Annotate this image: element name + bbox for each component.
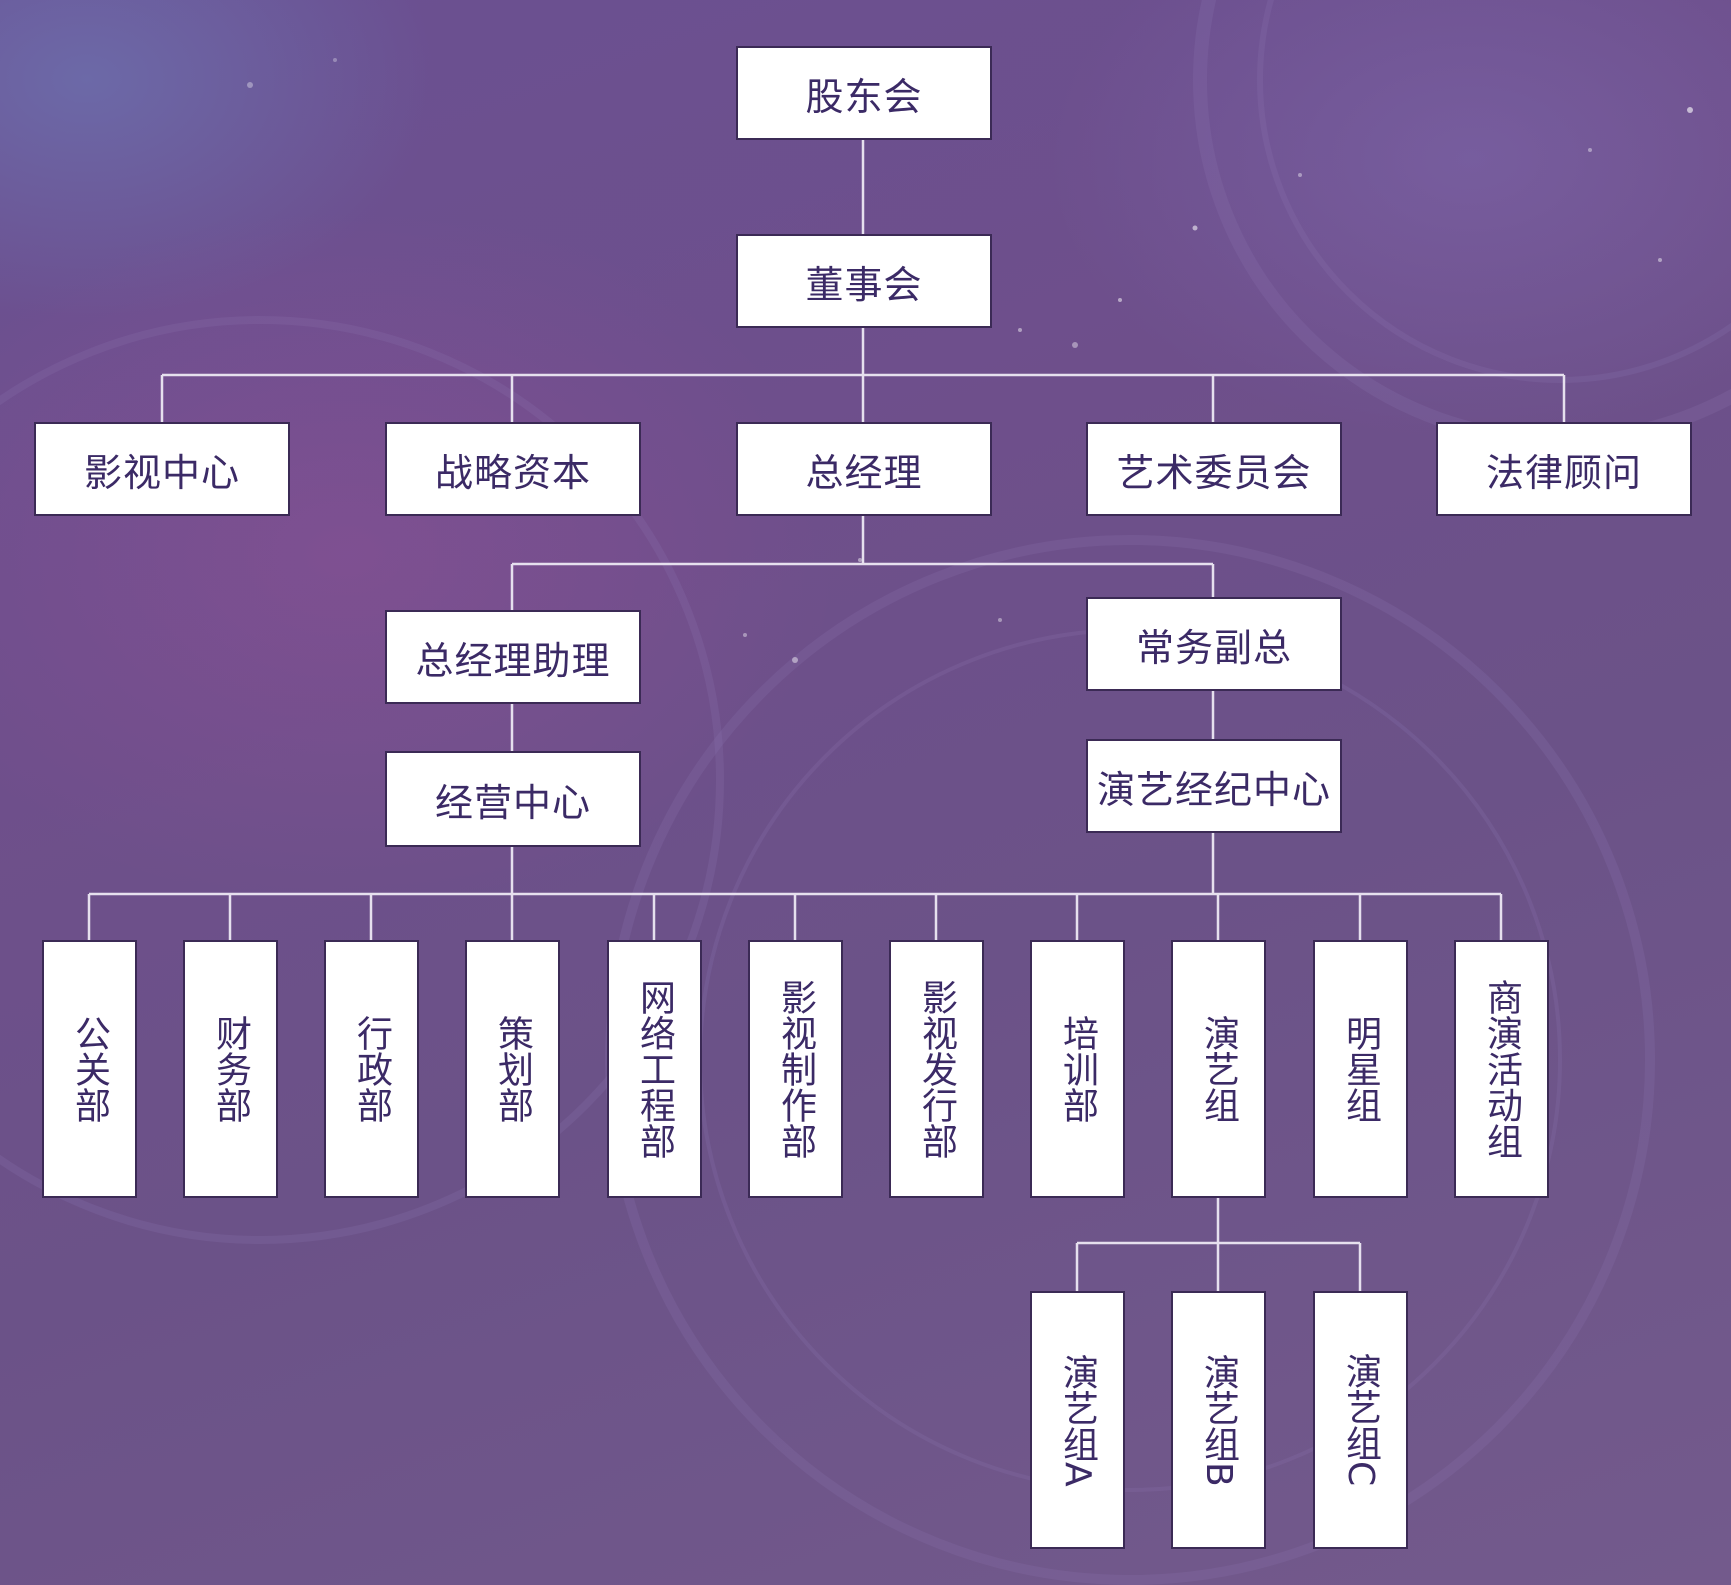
- node-strategic-capital: 战略资本: [385, 422, 641, 516]
- dept-training: 培训部: [1030, 940, 1125, 1198]
- node-film-center: 影视中心: [34, 422, 290, 516]
- dept-commercial-events: 商演活动组: [1454, 940, 1549, 1198]
- dept-network-engineering: 网络工程部: [607, 940, 702, 1198]
- dept-planning: 策划部: [465, 940, 560, 1198]
- dept-finance: 财务部: [183, 940, 278, 1198]
- dept-star-group: 明星组: [1313, 940, 1408, 1198]
- subgroup-a: 演艺组A: [1030, 1291, 1125, 1549]
- node-art-committee: 艺术委员会: [1086, 422, 1342, 516]
- node-talent-agency-center: 演艺经纪中心: [1086, 739, 1342, 833]
- dept-film-distribution: 影视发行部: [889, 940, 984, 1198]
- node-operations-center: 经营中心: [385, 751, 641, 847]
- node-executive-vp: 常务副总: [1086, 597, 1342, 691]
- dept-admin: 行政部: [324, 940, 419, 1198]
- subgroup-b: 演艺组B: [1171, 1291, 1266, 1549]
- dept-pr: 公关部: [42, 940, 137, 1198]
- subgroup-c: 演艺组C: [1313, 1291, 1408, 1549]
- node-gm-assistant: 总经理助理: [385, 610, 641, 704]
- node-general-manager: 总经理: [736, 422, 992, 516]
- dept-performing-group: 演艺组: [1171, 940, 1266, 1198]
- dept-film-production: 影视制作部: [748, 940, 843, 1198]
- node-shareholders: 股东会: [736, 46, 992, 140]
- node-legal-advisor: 法律顾问: [1436, 422, 1692, 516]
- node-board: 董事会: [736, 234, 992, 328]
